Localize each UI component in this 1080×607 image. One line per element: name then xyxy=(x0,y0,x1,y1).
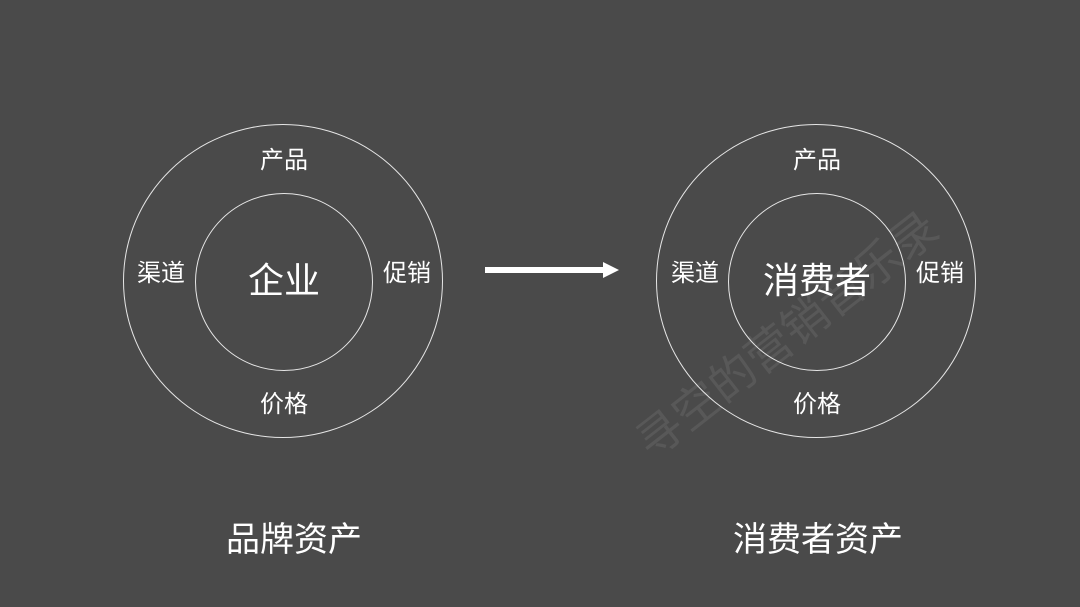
left-center-label: 企业 xyxy=(247,261,321,302)
right-bottom-label: 价格 xyxy=(793,390,841,418)
arrow-right-icon xyxy=(603,262,619,278)
right-center-label: 消费者 xyxy=(762,261,872,302)
right-right-label: 促销 xyxy=(916,259,964,287)
left-bottom-label: 价格 xyxy=(260,390,308,418)
right-left-label: 渠道 xyxy=(671,259,719,287)
left-left-label: 渠道 xyxy=(137,259,185,287)
right-top-label: 产品 xyxy=(793,146,841,174)
left-caption: 品牌资产 xyxy=(226,520,362,560)
left-inner-ring xyxy=(195,193,373,371)
right-inner-ring xyxy=(728,193,906,371)
arrow-shaft xyxy=(485,267,605,273)
left-right-label: 促销 xyxy=(383,259,431,287)
right-outer-ring xyxy=(656,124,976,438)
right-caption: 消费者资产 xyxy=(733,520,903,560)
left-top-label: 产品 xyxy=(260,146,308,174)
left-outer-ring xyxy=(123,124,443,438)
